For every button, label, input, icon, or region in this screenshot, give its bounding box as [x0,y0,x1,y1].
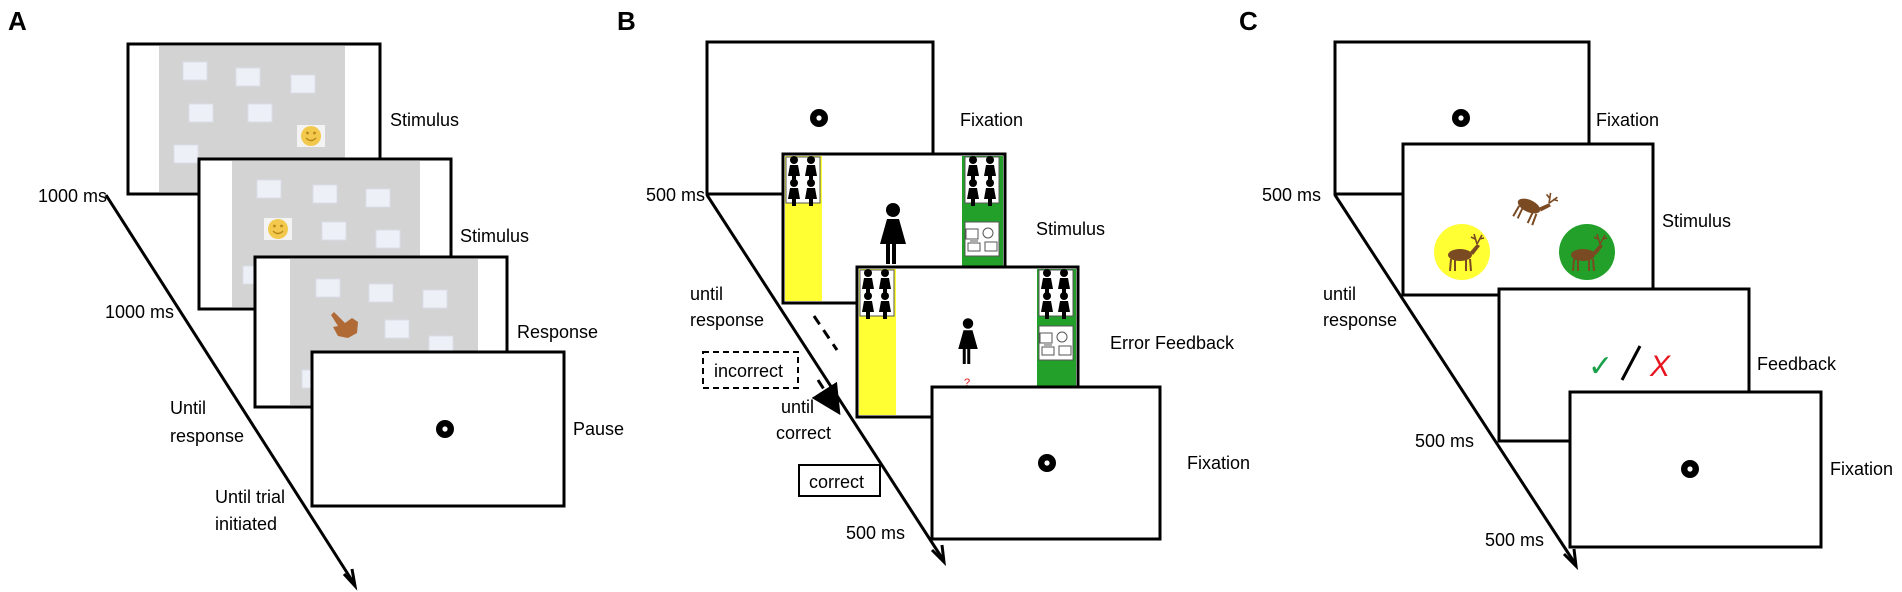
panel-a-pause-screen [310,350,566,508]
panel-c-time-1: 500 ms [1262,185,1321,205]
person-grid-icon [785,156,821,206]
fixation-dot-icon [1452,109,1470,127]
panel-a-arrow-head [342,568,358,591]
panel-b-time-3a: until [781,397,814,417]
panel-c-letter: C [1239,6,1258,36]
panel-a-time-1: 1000 ms [38,186,107,206]
panel-b-time-3b: correct [776,423,831,443]
panel-a-timeline [104,194,355,583]
panel-a-label-stimulus-2: Stimulus [460,226,529,246]
smiley-icon [300,125,322,147]
cross-mark-icon: X [1649,350,1671,383]
fixation-dot-icon [1038,454,1056,472]
panel-a-time-2: 1000 ms [105,302,174,322]
objects-icon [1038,325,1074,361]
panel-c-timeline [1333,194,1576,563]
panel-c-arrow-head [1562,548,1578,571]
panel-b-label-error-feedback: Error Feedback [1110,333,1235,353]
person-grid-icon [1038,269,1074,319]
panel-a-time-3b: response [170,426,244,446]
panel-c-time-2a: until [1323,284,1356,304]
panel-b-time-2a: until [690,284,723,304]
panel-c-label-stimulus: Stimulus [1662,211,1731,231]
correct-box-label: correct [809,472,864,492]
panel-b-time-2b: response [690,310,764,330]
panel-c-label-fixation-2: Fixation [1830,459,1893,479]
feedback-question-mark: ? [964,377,970,389]
panel-a-label-stimulus-1: Stimulus [390,110,459,130]
person-grid-icon [859,269,895,319]
panel-a-letter: A [8,6,27,36]
panel-b-time-4: 500 ms [846,523,905,543]
panel-a-time-3a: Until [170,398,206,418]
panel-a-stimulus-screen-1 [126,42,382,196]
incorrect-box-label: incorrect [714,361,783,381]
panel-b-arrow-head [930,544,946,567]
smiley-icon [267,218,289,240]
panel-b-dashed-arrow-2 [811,379,841,416]
panel-b-fixation-screen-2 [930,385,1162,541]
pointing-hand-icon [331,312,358,338]
panel-a-label-response: Response [517,322,598,342]
fixation-dot-icon [810,109,828,127]
slash-divider [1620,345,1642,381]
panel-b-dashed-arrow [812,315,839,351]
incorrect-box [702,351,799,389]
person-grid-icon [964,156,1000,206]
panel-b-timeline [705,194,944,559]
panel-b-label-fixation-2: Fixation [1187,453,1250,473]
panel-a-time-4b: initiated [215,514,277,534]
fixation-dot-icon [1681,460,1699,478]
correct-box [798,464,881,497]
panel-c-label-feedback: Feedback [1757,354,1837,374]
panel-c-label-fixation-1: Fixation [1596,110,1659,130]
panel-b-letter: B [617,6,636,36]
objects-icon [964,221,1000,257]
panel-c-time-2b: response [1323,310,1397,330]
panel-b-label-fixation-1: Fixation [960,110,1023,130]
panel-a-label-pause: Pause [573,419,624,439]
panel-c-stimulus-screen [1401,142,1655,297]
panel-a-time-4a: Until trial [215,487,285,507]
panel-b-time-1: 500 ms [646,185,705,205]
check-mark-icon: ✓ [1588,350,1613,383]
panel-c-time-4: 500 ms [1485,530,1544,550]
panel-c-time-3: 500 ms [1415,431,1474,451]
panel-b-label-stimulus: Stimulus [1036,219,1105,239]
fixation-dot-icon [436,420,454,438]
panel-c-fixation-screen-2 [1568,390,1823,549]
